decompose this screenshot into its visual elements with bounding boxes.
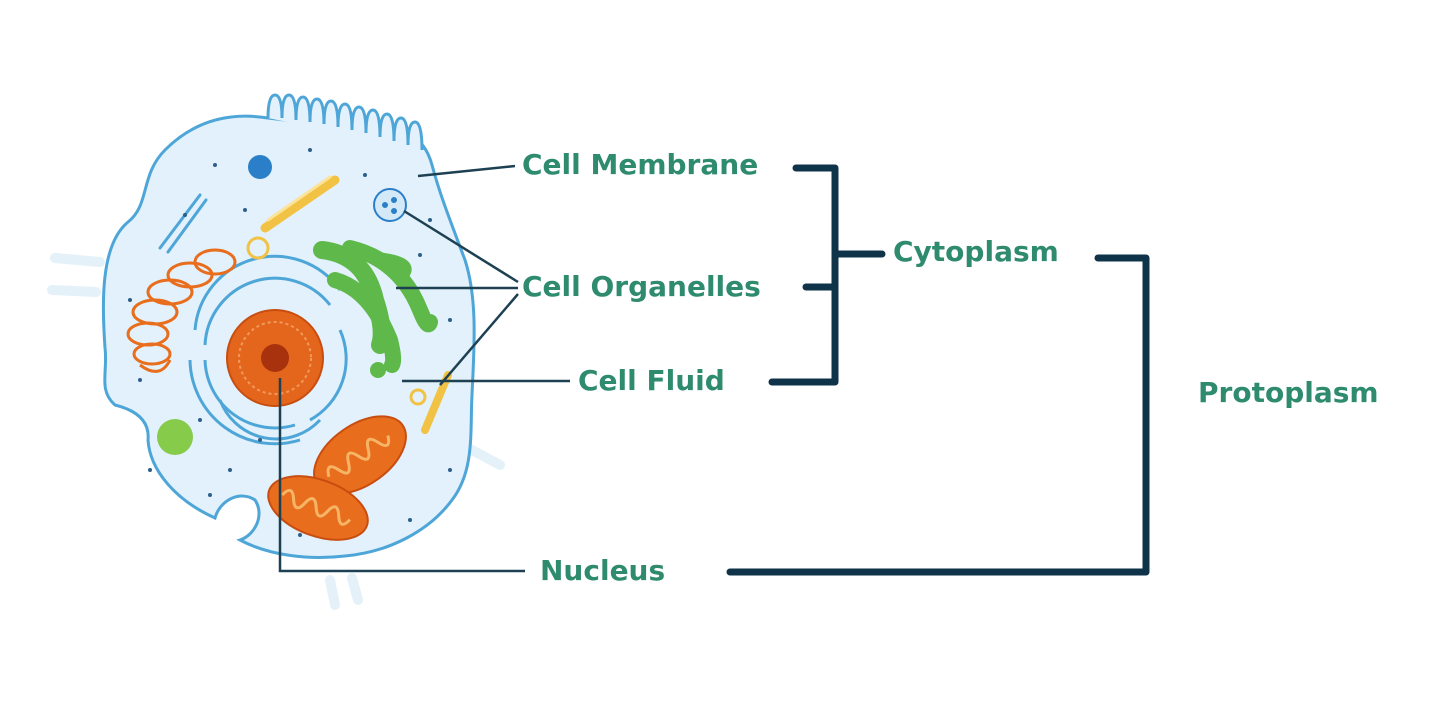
background-decoration — [47, 253, 505, 610]
label-nucleus: Nucleus — [540, 554, 666, 587]
vesicle — [373, 188, 407, 222]
mitochondria — [267, 415, 407, 541]
small-vesicle — [409, 388, 427, 406]
leader-organelles-vesicle — [403, 209, 519, 284]
label-cell-fluid: Cell Fluid — [578, 364, 725, 397]
lysosome — [157, 419, 193, 455]
cytoplasm-bracket — [768, 164, 839, 386]
label-cell-organelles: Cell Organelles — [522, 270, 761, 303]
centrioles — [260, 175, 452, 434]
leader-cell-membrane — [417, 164, 516, 178]
golgi-apparatus — [313, 240, 438, 378]
brackets — [726, 164, 1150, 576]
label-cytoplasm: Cytoplasm — [893, 235, 1059, 268]
small-vesicle — [246, 236, 270, 260]
microvilli — [266, 93, 424, 151]
leader-nucleus — [278, 378, 525, 573]
protoplasm-bracket — [726, 254, 1150, 576]
label-protoplasm: Protoplasm — [1198, 376, 1379, 409]
label-cell-membrane: Cell Membrane — [522, 148, 759, 181]
cytoskeleton-lines — [158, 193, 208, 254]
cytoplasm-speckles — [128, 148, 452, 537]
vacuole — [248, 155, 272, 179]
nucleus-organelle — [226, 309, 324, 407]
coiled-organelle — [126, 248, 237, 373]
leader-lines — [278, 164, 570, 573]
leader-organelles-rod — [439, 293, 519, 386]
